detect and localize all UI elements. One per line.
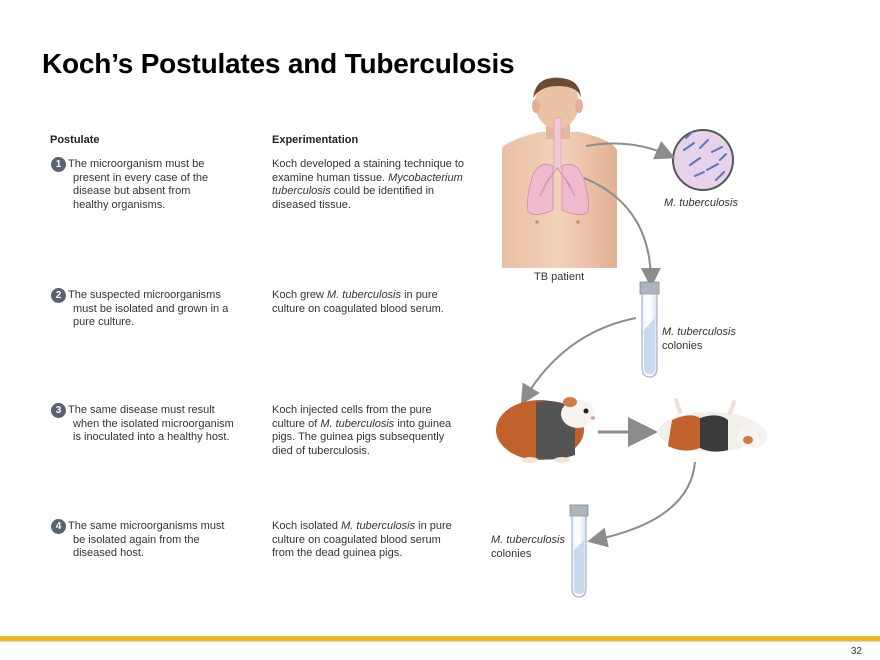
microscope-view — [672, 129, 734, 191]
postulate-line: pure culture. — [73, 316, 135, 328]
experiment-text: Koch isolated M. tuberculosis in pure cu… — [272, 520, 482, 561]
postulate-line: The suspected microorganisms — [68, 289, 221, 301]
postulate-text: The same disease must result when the is… — [68, 404, 260, 445]
postulate-line: The microorganism must be — [68, 158, 205, 170]
experiment-line: Koch injected cells from the pure — [272, 404, 432, 416]
postulate-line: healthy organisms. — [73, 198, 166, 211]
postulate-line: is inoculated into a healthy host. — [73, 431, 230, 443]
postulate-line: disease but absent from — [73, 185, 191, 197]
postulate-line: The same microorganisms must — [68, 520, 225, 532]
experiment-line: examine human tissue. Mycobacterium — [272, 171, 463, 184]
experiment-line: culture of M. tuberculosis into guinea — [272, 417, 452, 430]
column-header-postulate: Postulate — [50, 134, 100, 146]
postulate-line: be isolated again from the — [73, 533, 200, 546]
culture-label-1: M. tuberculosis colonies — [662, 325, 736, 353]
experiment-line: Koch developed a staining technique to — [272, 158, 465, 170]
experiment-text: Koch developed a staining technique to e… — [272, 158, 482, 212]
tb-patient-figure — [502, 77, 617, 268]
arrow-to-culture — [583, 177, 661, 288]
experiment-line: culture on coagulated blood serum — [272, 533, 441, 546]
tb-patient-label: TB patient — [534, 271, 585, 283]
guinea-pig-dead — [658, 398, 767, 452]
arrow-to-second-culture — [587, 461, 696, 548]
experiment-line: from the dead guinea pigs. — [272, 547, 403, 559]
experiment-text: Koch injected cells from the pure cultur… — [272, 404, 482, 458]
footer-divider — [0, 641, 880, 642]
culture-label-2-name: M. tuberculosis — [491, 534, 565, 546]
culture-label-2-sub: colonies — [491, 548, 532, 560]
test-tube-1 — [639, 281, 660, 378]
postulate-line: when the isolated microorganism — [73, 417, 234, 430]
column-header-experimentation: Experimentation — [272, 134, 359, 146]
postulate-text: The microorganism must be present in eve… — [68, 158, 260, 212]
footer-accent-bar — [0, 636, 880, 641]
step-number-badge: 3 — [51, 403, 66, 418]
postulate-text: The suspected microorganisms must be iso… — [68, 289, 260, 330]
experiment-line: culture on coagulated blood serum. — [272, 302, 444, 315]
step-number-badge: 4 — [51, 519, 66, 534]
culture-label-1-name: M. tuberculosis — [662, 326, 736, 338]
experiment-text: Koch grew M. tuberculosis in pure cultur… — [272, 289, 482, 316]
arrow-to-guinea-pig — [520, 317, 637, 405]
culture-label-1-sub: colonies — [662, 340, 703, 352]
experiment-line: died of tuberculosis. — [272, 444, 370, 457]
test-tube-2 — [569, 504, 589, 598]
experiment-line: diseased tissue. — [272, 198, 351, 211]
slide-title: Koch’s Postulates and Tuberculosis — [42, 48, 515, 79]
experiment-line: Koch isolated M. tuberculosis in pure — [272, 520, 452, 532]
culture-label-2: M. tuberculosis colonies — [491, 533, 565, 561]
microscope-label: M. tuberculosis — [664, 197, 738, 209]
arrow-to-microscope — [585, 140, 676, 160]
postulate-line: present in every case of the — [73, 171, 209, 184]
step-number-badge: 2 — [51, 288, 66, 303]
experiment-line: Koch grew M. tuberculosis in pure — [272, 289, 438, 301]
postulate-text: The same microorganisms must be isolated… — [68, 520, 260, 561]
postulate-line: must be isolated and grown in a — [73, 302, 229, 315]
experiment-line: pigs. The guinea pigs subsequently — [272, 431, 445, 443]
experiment-line: tuberculosis could be identified in — [272, 185, 435, 197]
page-number: 32 — [850, 646, 862, 657]
guinea-pig-live — [496, 397, 596, 463]
postulate-line: diseased host. — [73, 547, 144, 559]
postulate-line: The same disease must result — [68, 404, 215, 416]
step-number-badge: 1 — [51, 157, 66, 172]
